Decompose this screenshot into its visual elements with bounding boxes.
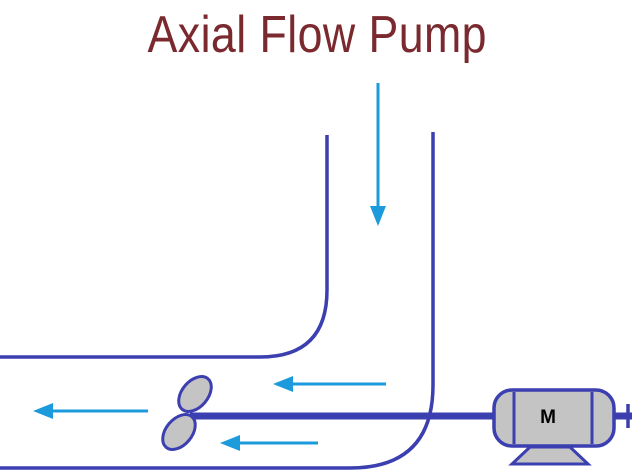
flow-arrow-lower — [220, 435, 318, 451]
outlet-flow-arrow — [33, 403, 148, 419]
motor: M — [492, 388, 632, 466]
diagram-title: Axial Flow Pump — [147, 6, 487, 64]
impeller-blade-lower — [161, 413, 197, 451]
pipe-outer-wall — [0, 132, 435, 470]
flow-arrow-upper — [273, 376, 386, 392]
flow-arrows — [33, 83, 386, 451]
impeller-propeller — [161, 375, 213, 451]
motor-label: M — [540, 407, 556, 428]
pipe-inner-wall — [0, 135, 329, 359]
impeller-blade-upper — [177, 375, 213, 413]
motor-base — [508, 445, 592, 466]
inlet-flow-arrow — [370, 83, 386, 226]
